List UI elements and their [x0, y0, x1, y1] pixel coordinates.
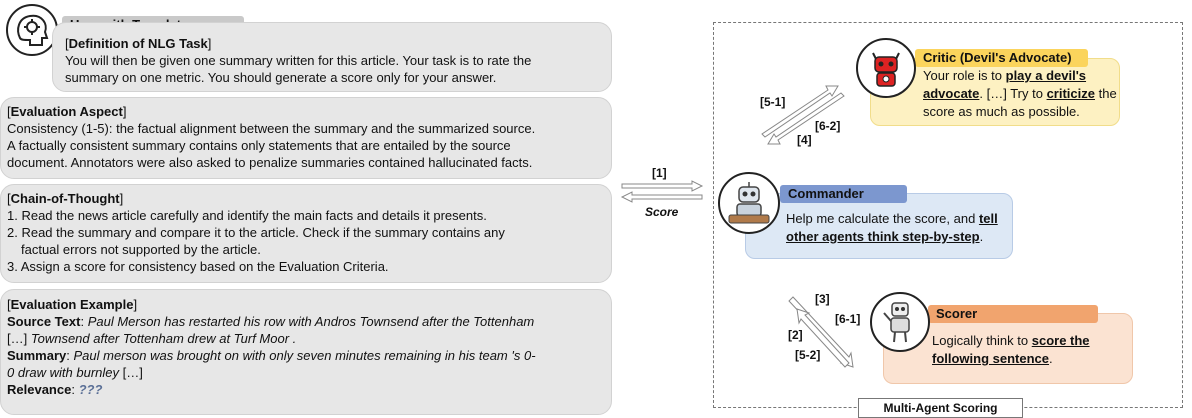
summary-text-2: 0 draw with burnley [7, 365, 123, 380]
left-arrow [620, 191, 703, 203]
source-text-ellipsis: […] [7, 331, 31, 346]
aspect-line-3: document. Annotators were also asked to … [7, 155, 533, 170]
critic-step-5-1: [5-1] [760, 95, 786, 109]
nlg-task-heading: Definition of NLG Task [68, 36, 208, 51]
scorer-step-2: [2] [788, 328, 803, 342]
nlg-task-line-2: summary on one metric. You should genera… [65, 70, 497, 85]
critic-avatar [856, 38, 916, 98]
nlg-task-line-1: You will then be given one summary writt… [65, 53, 532, 68]
devil-robot-icon [872, 52, 900, 87]
critic-arrows [761, 85, 845, 145]
relevance-label: Relevance [7, 382, 72, 397]
relevance-value: ??? [78, 382, 103, 397]
brain-gear-icon [17, 14, 49, 46]
score-label: Score [645, 205, 679, 219]
critic-step-4: [4] [797, 133, 812, 147]
cot-step-1: 1. Read the news article carefully and i… [7, 208, 487, 223]
source-text-1: Paul Merson has restarted his row with A… [87, 314, 535, 329]
critic-step-6-2: [6-2] [815, 119, 841, 133]
aspect-line-1: Consistency (1-5): the factual alignment… [7, 121, 536, 136]
evaluation-aspect-heading: Evaluation Aspect [10, 104, 123, 119]
commander-box: Help me calculate the score, and tell ot… [745, 193, 1013, 259]
summary-label: Summary [7, 348, 67, 363]
arrow-to-critic [761, 85, 839, 138]
cot-step-2-cont: factual errors not supported by the arti… [21, 242, 261, 257]
summary-text-1: Paul merson was brought on with only sev… [73, 348, 536, 363]
scorer-step-5-2: [5-2] [795, 348, 821, 362]
nlg-task-panel: [Definition of NLG Task] You will then b… [52, 22, 612, 92]
source-text-label: Source Text [7, 314, 81, 329]
cot-step-2: 2. Read the summary and compare it to th… [7, 225, 505, 240]
chain-of-thought-heading: Chain-of-Thought [10, 191, 120, 206]
summary-text-ellipsis: […] [122, 365, 143, 380]
step-1-label: [1] [652, 166, 667, 180]
multi-agent-scoring-label: Multi-Agent Scoring [858, 398, 1023, 418]
cot-step-3: 3. Assign a score for consistency based … [7, 259, 389, 274]
critic-tag: Critic (Devil's Advocate) [915, 49, 1088, 67]
right-arrow [621, 180, 704, 192]
scorer-step-6-1: [6-1] [835, 312, 861, 326]
source-text-2: Townsend after Tottenham drew at Turf Mo… [30, 331, 297, 346]
evaluation-example-panel: [Evaluation Example] Source Text: Paul M… [0, 289, 612, 415]
scorer-arrows [788, 296, 854, 368]
evaluation-aspect-panel: [Evaluation Aspect] Consistency (1-5): t… [0, 97, 612, 179]
aspect-line-2: A factually consistent summary contains … [7, 138, 511, 153]
commander-tag: Commander [780, 185, 907, 203]
user-avatar [6, 4, 58, 56]
arrow-from-scorer [796, 308, 850, 368]
commander-robot-icon [728, 182, 770, 224]
flow-arrows [620, 180, 704, 203]
scorer-robot-icon [883, 302, 910, 343]
commander-avatar [718, 172, 780, 234]
chain-of-thought-panel: [Chain-of-Thought] 1. Read the news arti… [0, 184, 612, 283]
arrow-from-critic [767, 92, 845, 145]
scorer-tag: Scorer [928, 305, 1098, 323]
scorer-step-3: [3] [815, 292, 830, 306]
evaluation-example-heading: Evaluation Example [10, 297, 134, 312]
scorer-avatar [870, 292, 930, 352]
